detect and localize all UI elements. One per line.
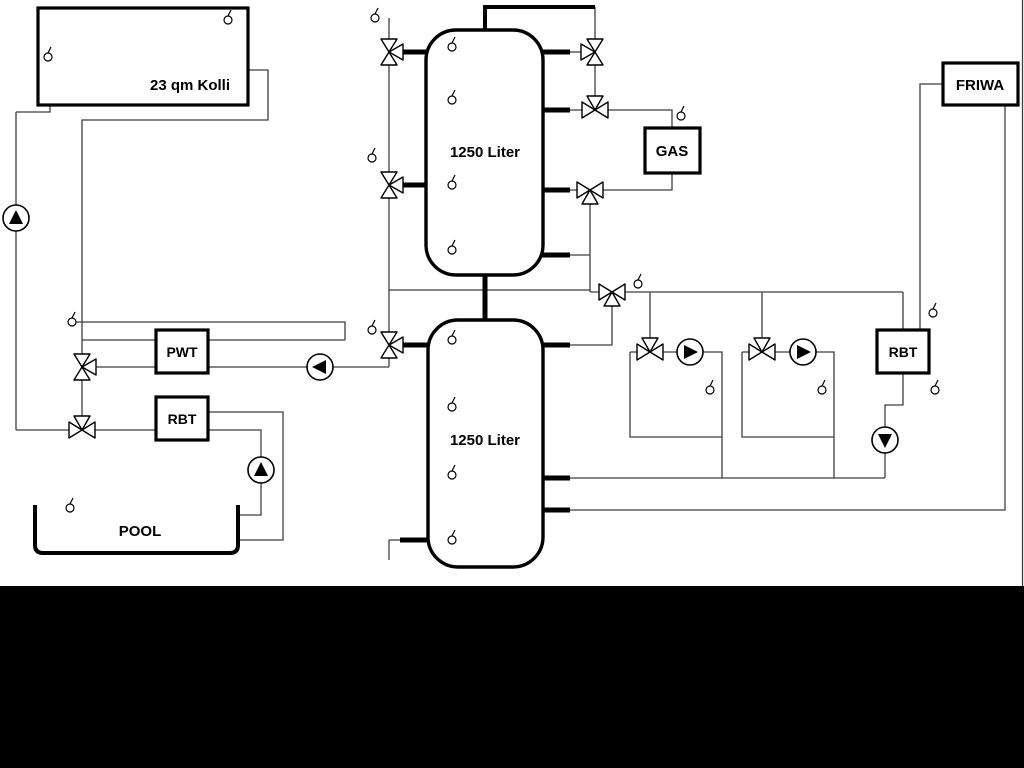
temp-sensor-icon — [65, 497, 75, 513]
temp-sensor-icon — [633, 273, 643, 289]
friwa-station-box — [941, 61, 1020, 107]
temp-sensor-icon — [817, 379, 827, 395]
thick-pipes — [398, 5, 595, 543]
pipe — [663, 351, 723, 478]
pipe — [775, 351, 835, 478]
pipe — [208, 411, 284, 541]
pipe — [570, 173, 673, 191]
temp-sensor-icon — [367, 147, 377, 163]
pipe — [81, 69, 269, 430]
rbt-right-label: RBT — [889, 344, 918, 360]
tank2-right-stubs — [542, 342, 570, 513]
pipe — [16, 105, 51, 113]
three-way-valve-icon — [380, 38, 404, 66]
rbt-left-exchanger-box — [154, 395, 210, 442]
pool-label: POOL — [119, 523, 162, 540]
three-way-valve-icon — [748, 337, 776, 361]
three-way-valve-icon — [380, 171, 404, 199]
pipe — [570, 292, 613, 346]
three-way-valve-icon — [598, 283, 626, 307]
pump-icon — [676, 338, 704, 366]
three-way-valve-icon — [576, 181, 604, 205]
rbt-left-label: RBT — [168, 411, 197, 427]
three-way-valve-icon — [68, 415, 96, 439]
solar-collector-box — [36, 6, 250, 107]
temp-sensor-icon — [67, 311, 77, 327]
pipe — [388, 539, 402, 560]
three-way-valve-icon — [581, 95, 609, 119]
pwt-label: PWT — [166, 344, 198, 360]
temp-sensor-icon — [676, 105, 686, 121]
three-way-valve-icon — [580, 38, 604, 66]
gas-label: GAS — [656, 143, 689, 160]
buffer-tank-2 — [426, 318, 545, 569]
temp-sensor-icon — [705, 379, 715, 395]
temp-sensor-icon — [928, 302, 938, 318]
temp-sensor-icon — [367, 319, 377, 335]
pipe — [570, 105, 1006, 511]
tank2-left-stubs — [400, 342, 429, 543]
pwt-exchanger-box — [154, 328, 210, 375]
pump-icon — [871, 426, 899, 454]
tank1-right-stubs — [542, 49, 570, 258]
three-way-valve-icon — [636, 337, 664, 361]
pump-icon — [789, 338, 817, 366]
tank1-top-pipe — [483, 5, 595, 30]
bottom-black-band — [0, 586, 1024, 768]
pool-basin — [33, 505, 240, 555]
tank1-label: 1250 Liter — [450, 144, 520, 161]
three-way-valve-icon — [73, 353, 97, 381]
three-way-valve-icon — [380, 331, 404, 359]
gas-boiler-box — [643, 126, 702, 175]
pump-icon — [247, 456, 275, 484]
hydraulic-schematic: 23 qm Kolli 1250 Liter 1250 Liter GAS FR… — [2, 0, 1024, 586]
collector-label: 23 qm Kolli — [150, 77, 230, 94]
pipe — [884, 373, 904, 478]
buffer-tank-1 — [424, 28, 545, 277]
pipe — [741, 351, 834, 438]
pump-icon — [2, 204, 30, 232]
pump-icon — [306, 353, 334, 381]
tank1-left-stubs — [398, 49, 427, 188]
friwa-label: FRIWA — [956, 77, 1004, 94]
rbt-right-exchanger-box — [875, 328, 931, 375]
tank2-label: 1250 Liter — [450, 432, 520, 449]
temp-sensor-icon — [370, 7, 380, 23]
pipe — [72, 321, 346, 340]
pipe — [629, 351, 722, 438]
temp-sensor-icon — [930, 379, 940, 395]
